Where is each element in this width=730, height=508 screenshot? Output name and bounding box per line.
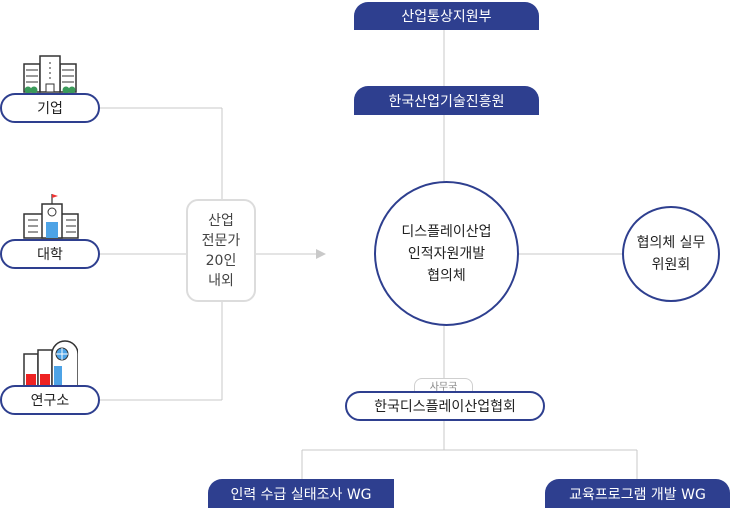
council-line3: 협의체 [427, 267, 466, 284]
university-icon [23, 194, 79, 239]
council-line2: 인적자원개발 [407, 245, 486, 262]
working-line1: 협의체 실무 [636, 235, 706, 251]
experts-line3: 20인 [205, 252, 237, 269]
experts-line1: 산업 [208, 212, 234, 229]
source-institute: 연구소 [0, 385, 100, 415]
secretariat-box: 한국디스플레이산업협회 [345, 391, 545, 421]
experts-line2: 전문가 [201, 232, 241, 249]
arrow-head [316, 249, 326, 259]
ministry-box: 산업통상지원부 [354, 2, 539, 30]
experts-line4: 내외 [208, 272, 234, 289]
experts-box: 산업 전문가 20인 내외 [186, 199, 256, 302]
source-company: 기업 [0, 93, 100, 123]
wg-survey-box: 인력 수급 실태조사 WG [208, 479, 394, 508]
council-circle: 디스플레이산업 인적자원개발 협의체 [374, 181, 519, 326]
agency-box: 한국산업기술진흥원 [354, 86, 539, 115]
source-university: 대학 [0, 239, 100, 269]
working-committee-circle: 협의체 실무 위원회 [622, 206, 720, 302]
working-line2: 위원회 [651, 257, 691, 273]
wg-education-box: 교육프로그램 개발 WG [545, 479, 730, 508]
research-institute-icon [23, 340, 78, 387]
council-line1: 디스플레이산업 [401, 223, 492, 240]
office-building-icon [23, 55, 77, 94]
